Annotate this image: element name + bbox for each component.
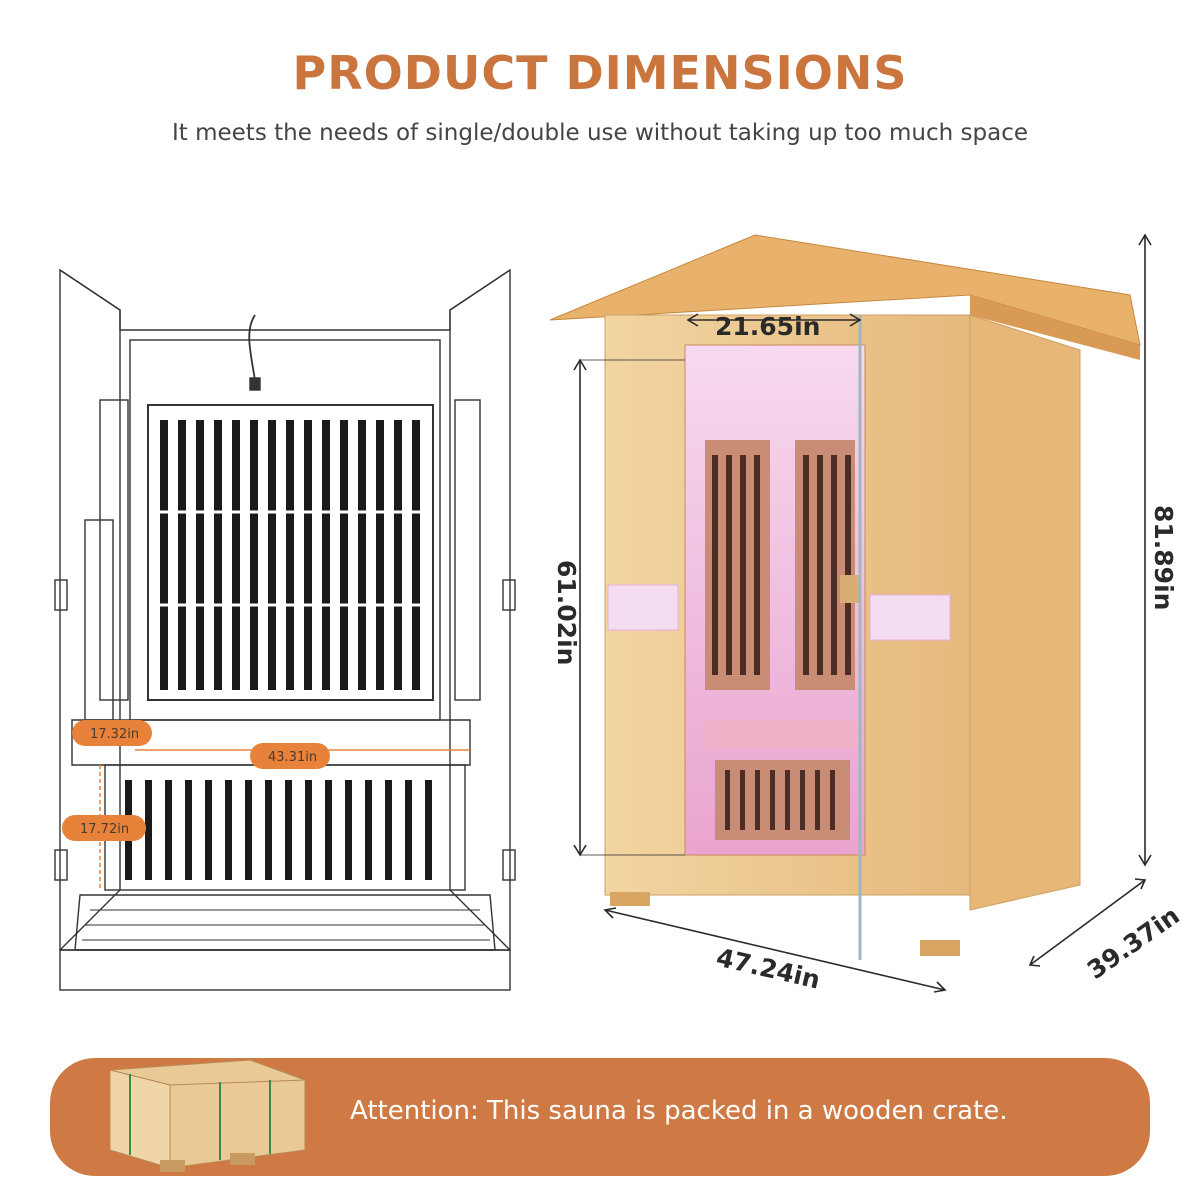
bench-width-label: 43.31in bbox=[268, 750, 317, 765]
sauna-interior-drawing: 17.32in 43.31in 17.72in bbox=[54, 268, 516, 991]
door-width-label: 21.65in bbox=[715, 312, 820, 341]
door-height-label: 61.02in bbox=[552, 560, 581, 665]
sauna-exterior-illustration: 21.65in 61.02in 81.89in 47.24in 39.37in bbox=[549, 233, 1185, 995]
width-label: 47.24in bbox=[714, 943, 823, 995]
page-title: PRODUCT DIMENSIONS bbox=[292, 46, 908, 100]
bench-height-badge bbox=[62, 815, 146, 841]
wooden-crate-image bbox=[109, 1059, 306, 1172]
page-subtitle: It meets the needs of single/double use … bbox=[171, 120, 1029, 146]
packaging-notice-banner: Attention: This sauna is packed in a woo… bbox=[50, 1058, 1150, 1176]
bench-depth-badge bbox=[72, 720, 152, 746]
bench-width-badge bbox=[250, 743, 330, 769]
packaging-notice-text: Attention: This sauna is packed in a woo… bbox=[350, 1096, 1008, 1126]
bench-height-label: 17.72in bbox=[80, 822, 129, 837]
depth-label: 39.37in bbox=[1082, 901, 1185, 985]
total-height-label: 81.89in bbox=[1149, 505, 1178, 610]
bench-depth-label: 17.32in bbox=[90, 727, 139, 742]
